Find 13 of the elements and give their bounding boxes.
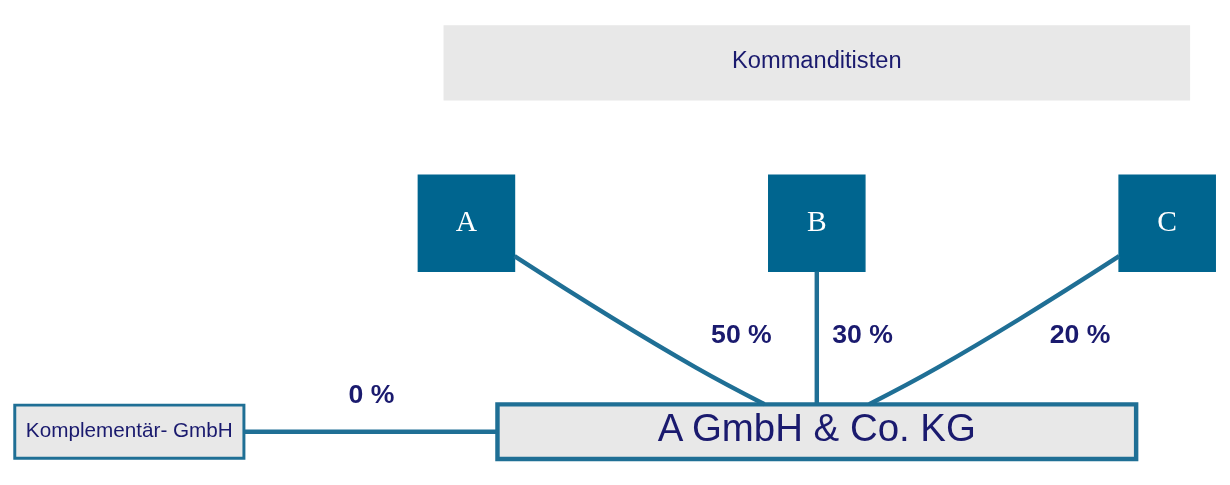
connector [814, 271, 819, 404]
edge-label: 30 % [832, 318, 893, 349]
connector [513, 254, 766, 407]
node-box: Komplementär- GmbH [13, 403, 246, 460]
node-box: C [1118, 174, 1216, 273]
edge-label: 50 % [711, 318, 772, 349]
edge-label: 0 % [348, 378, 395, 409]
edge-label: 20 % [1049, 318, 1111, 349]
connector [868, 254, 1121, 407]
node-box: A GmbH & Co. KG [495, 402, 1139, 462]
connector [244, 429, 498, 434]
node-box: B [768, 174, 866, 273]
node-box: A [417, 174, 516, 273]
